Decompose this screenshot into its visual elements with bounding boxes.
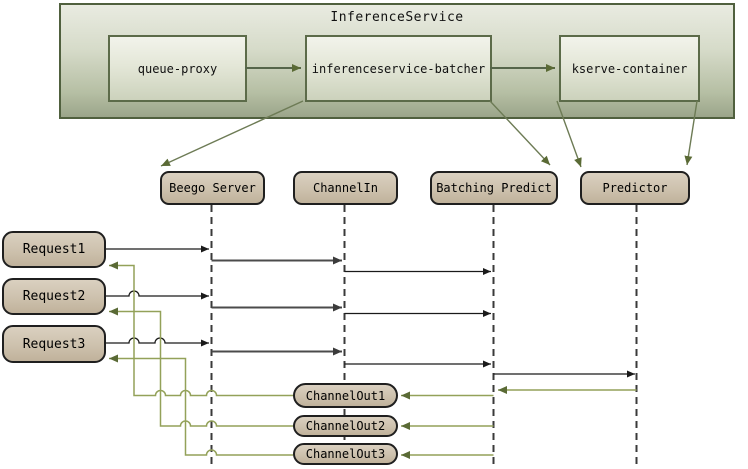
request-messages: [106, 245, 635, 378]
arrow-kserve-to-predictor-right: [684, 100, 698, 166]
return-messages: [109, 261, 637, 459]
request-3-label: Request3: [22, 336, 86, 352]
return-channelout2-to-request2: [109, 307, 293, 427]
node-predictor: Predictor: [580, 171, 690, 205]
channelout-2-box: ChannelOut2: [293, 415, 398, 437]
arrow-kserve-to-predictor-left: [556, 100, 582, 168]
return-channelout3-to-request3: [109, 354, 293, 456]
node-channelin-label: ChannelIn: [312, 181, 379, 195]
request-3-box: Request3: [2, 325, 106, 363]
container-title: InferenceService: [330, 10, 464, 25]
box-inferenceservice-batcher-label: inferenceservice-batcher: [311, 61, 486, 76]
lifelines: [210, 205, 638, 467]
return-channelout1-to-request1: [109, 261, 293, 397]
node-batching-predict-label: Batching Predict: [436, 181, 552, 195]
box-queue-proxy-label: queue-proxy: [137, 61, 218, 76]
request-2-box: Request2: [2, 278, 106, 315]
arrow-batcher-to-beego: [160, 100, 304, 167]
node-beego-server-label: Beego Server: [169, 181, 256, 195]
beego-to-channelin-messages: [211, 256, 342, 356]
arrow-batcher-to-batching-predict: [489, 100, 551, 166]
channelout-1-box: ChannelOut1: [293, 383, 398, 408]
node-channelin: ChannelIn: [293, 171, 398, 205]
box-kserve-container: kserve-container: [559, 35, 700, 102]
node-predictor-label: Predictor: [602, 181, 668, 195]
msg-request2-to-beego: [106, 290, 209, 300]
channelout-2-label: ChannelOut2: [305, 419, 386, 433]
box-kserve-container-label: kserve-container: [571, 61, 688, 76]
box-queue-proxy: queue-proxy: [108, 35, 247, 102]
channelout-1-label: ChannelOut1: [305, 388, 386, 403]
node-beego-server: Beego Server: [160, 171, 265, 205]
msg-request3-to-beego: [106, 337, 209, 347]
inference-service-container: InferenceService queue-proxy inferencese…: [59, 3, 735, 119]
channelout-3-box: ChannelOut3: [293, 443, 398, 465]
request-1-label: Request1: [22, 242, 86, 257]
request-1-box: Request1: [2, 231, 106, 268]
box-inferenceservice-batcher: inferenceservice-batcher: [305, 35, 492, 102]
deployment-arrows: [160, 100, 698, 168]
node-batching-predict: Batching Predict: [430, 171, 558, 205]
channelout-3-label: ChannelOut3: [305, 447, 386, 461]
request-2-label: Request2: [22, 289, 86, 304]
